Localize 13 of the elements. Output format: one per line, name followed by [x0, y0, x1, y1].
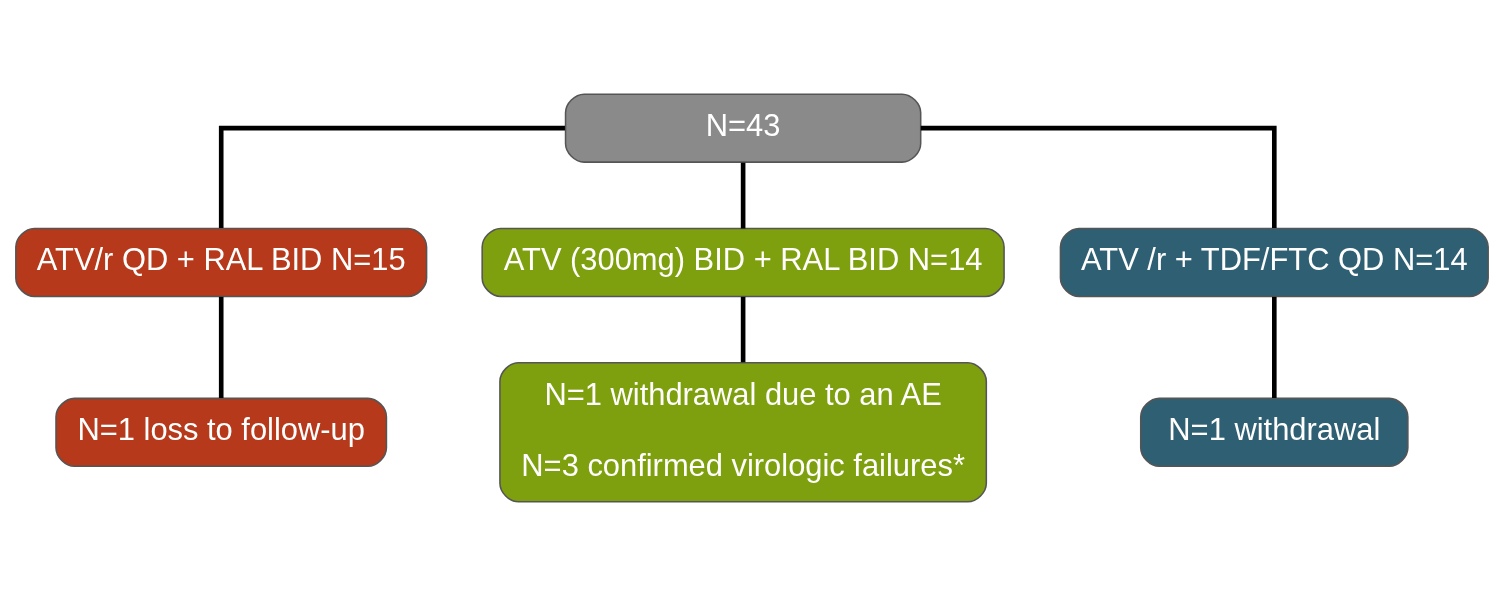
connector — [920, 125, 1277, 228]
node-box: ATV (300mg) BID + RAL BID N=14 — [481, 227, 1005, 297]
connector — [1272, 296, 1277, 398]
connector — [740, 162, 746, 228]
node-box: N=43 — [564, 92, 922, 163]
connector — [218, 125, 565, 228]
connector — [740, 296, 746, 362]
node-box: N=1 withdrawal — [1139, 397, 1409, 467]
node-box: ATV/r QD + RAL BID N=15 — [15, 227, 428, 297]
connector — [218, 296, 224, 398]
node-box: N=1 loss to follow-up — [55, 397, 388, 467]
node-box: N=1 withdrawal due to an AE N=3 confirmed virologic failures* — [499, 361, 988, 503]
node-box: ATV /r + TDF/FTC QD N=14 — [1059, 227, 1489, 297]
